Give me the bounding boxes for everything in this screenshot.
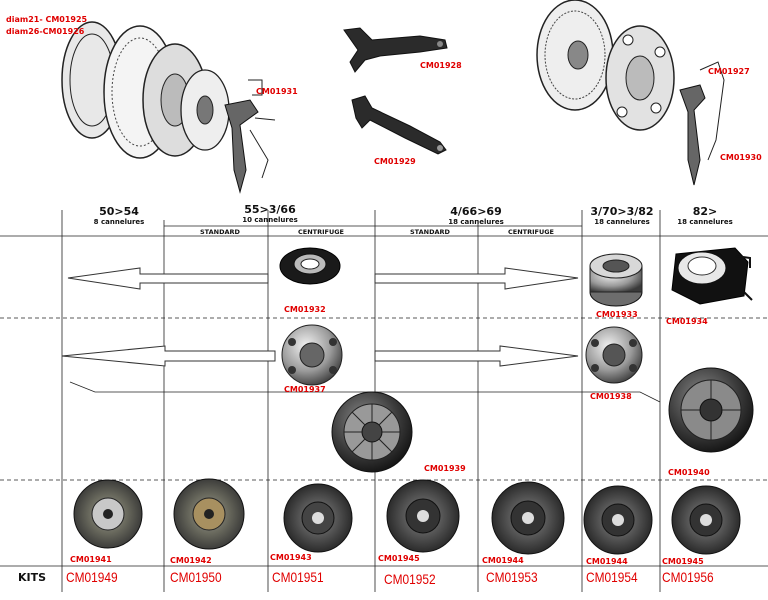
kit-6: CM01954	[586, 569, 638, 585]
period-label: 3/70>3/82	[590, 205, 654, 218]
part-label-disc-5: CM01944	[482, 556, 524, 565]
clutch-disc-cm01945-a	[386, 479, 460, 553]
period-label: 50>54	[99, 205, 139, 218]
arrow-left-row2	[61, 345, 276, 367]
splines-label: 18 cannelures	[594, 218, 650, 226]
column-header-5: 82> 18 cannelures	[662, 206, 748, 226]
part-label-cm01931: CM01931	[256, 87, 298, 96]
left-clutch-exploded-illustration	[61, 21, 276, 194]
part-label-disc-3: CM01943	[270, 553, 312, 562]
part-label-cm01940: CM01940	[668, 468, 710, 477]
kit-2: CM01950	[170, 569, 222, 585]
splines-label: 10 cannelures	[242, 216, 298, 224]
part-label-cm01932: CM01932	[284, 305, 326, 314]
column-header-2: 55>3/66 10 cannelures	[220, 204, 320, 224]
kit-4: CM01952	[384, 571, 436, 587]
part-label-cm01929: CM01929	[374, 157, 416, 166]
part-label-cm01934: CM01934	[666, 317, 708, 326]
kit-3: CM01951	[272, 569, 324, 585]
table-grid	[0, 210, 768, 592]
fork-lower-photo	[351, 95, 447, 155]
part-label-disc-4: CM01945	[378, 554, 420, 563]
kits-label: KITS	[18, 571, 47, 584]
part-label-cm01928: CM01928	[420, 61, 462, 70]
pressure-plate-cm01938	[585, 326, 643, 384]
splines-label: 8 cannelures	[93, 218, 145, 226]
column-header-4: 3/70>3/82 18 cannelures	[584, 206, 660, 226]
release-bearing-cm01934	[671, 247, 753, 305]
fork-upper-photo	[343, 27, 448, 73]
part-label-cm01937: CM01937	[284, 385, 326, 394]
part-label-cm01930: CM01930	[720, 153, 762, 162]
subheader-standard-2: STANDARD	[410, 228, 450, 236]
subheader-centrifuge-1: CENTRIFUGE	[298, 228, 345, 236]
clutch-disc-cm01943	[283, 483, 353, 553]
diam26-label: diam26-CM01926	[6, 27, 85, 36]
clutch-disc-cm01945-b	[671, 485, 741, 555]
clutch-disc-cm01941	[73, 479, 143, 549]
column-header-3: 4/66>69 18 cannelures	[426, 206, 526, 226]
diam21-label: diam21- CM01925	[6, 15, 88, 24]
subheader-centrifuge-2: CENTRIFUGE	[508, 228, 555, 236]
part-label-disc-1: CM01941	[70, 555, 112, 564]
column-header-1: 50>54 8 cannelures	[72, 206, 166, 226]
kit-1: CM01949	[66, 569, 118, 585]
pressure-plate-cm01939	[331, 391, 413, 473]
part-label-cm01938: CM01938	[590, 392, 632, 401]
subheader-standard-1: STANDARD	[200, 228, 240, 236]
kit-5: CM01953	[486, 569, 538, 585]
arrow-left-row1	[67, 267, 269, 290]
part-label-disc-7: CM01945	[662, 557, 704, 566]
part-label-disc-6: CM01944	[586, 557, 628, 566]
arrow-right-row1	[374, 267, 579, 290]
arrow-right-row2	[374, 345, 579, 367]
kit-7: CM01956	[662, 569, 714, 585]
part-label-cm01933: CM01933	[596, 310, 638, 319]
pressure-plate-cm01940	[668, 367, 754, 453]
period-label: 82>	[692, 205, 718, 218]
release-bearing-cm01932	[279, 247, 341, 285]
release-bearing-cm01933	[589, 253, 643, 307]
splines-label: 18 cannelures	[448, 218, 504, 226]
clutch-disc-cm01944-a	[491, 481, 565, 555]
right-clutch-exploded-illustration	[536, 0, 725, 186]
period-label: 55>3/66	[244, 203, 296, 216]
part-label-disc-2: CM01942	[170, 556, 212, 565]
part-label-cm01939: CM01939	[424, 464, 466, 473]
clutch-disc-cm01944-b	[583, 485, 653, 555]
period-label: 4/66>69	[450, 205, 502, 218]
clutch-disc-cm01942	[173, 478, 245, 550]
part-label-cm01927: CM01927	[708, 67, 750, 76]
arrows	[61, 267, 579, 367]
pressure-plate-cm01937	[281, 324, 343, 386]
splines-label: 18 cannelures	[677, 218, 733, 226]
